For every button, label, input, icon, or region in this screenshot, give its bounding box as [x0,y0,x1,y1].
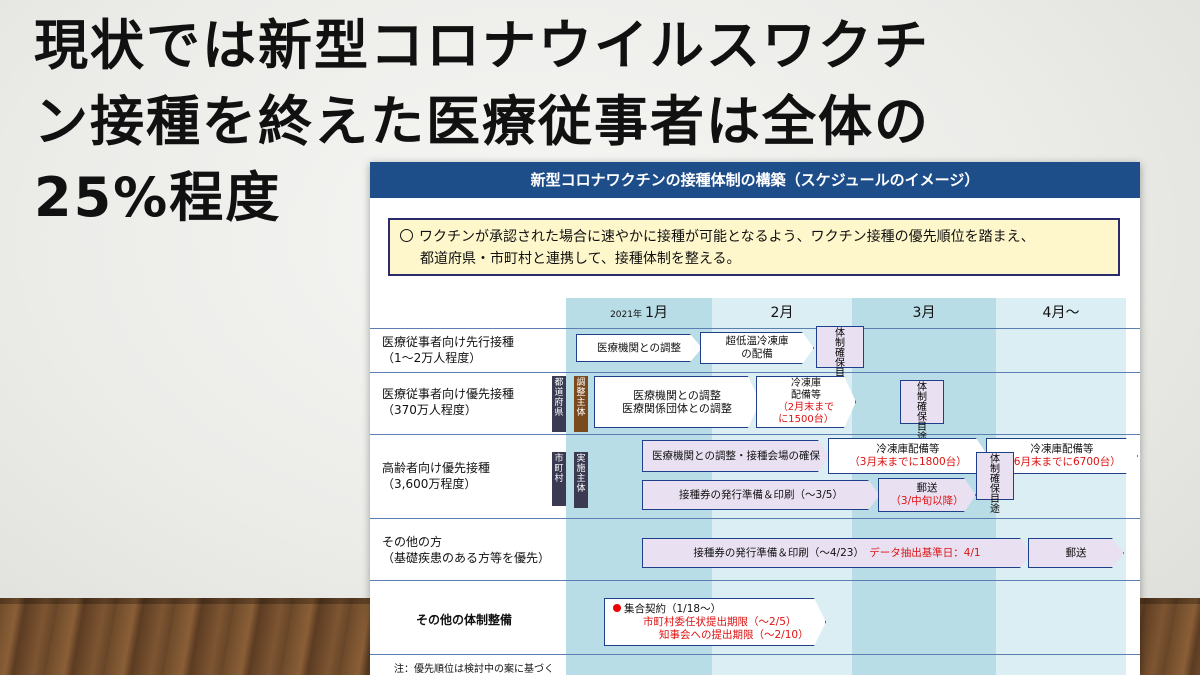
year-label: 2021年 [610,310,642,320]
row-divider [370,518,1140,519]
month-feb: 2月 [770,305,794,321]
r3-mail-arrow: 郵送 （3/中旬以降） [878,478,976,512]
row-label-elderly: 高齢者向け優先接種 （3,600万程度） [382,460,490,492]
r2-system-box: 体制確保目途 [900,380,944,443]
municipality-tag-text: 市町村 [554,454,564,484]
jan-label: 1月 [644,305,668,321]
row-label-priority-medical: 医療従事者向け優先接種 （370万人程度） [382,386,514,418]
r2-freezer-text-1: 冷凍庫 [791,378,821,389]
r3-mail-text: 郵送 [916,482,938,494]
row-label-other-setup: その他の体制整備 [416,612,512,628]
title-line-2: ン接種を終えた医療従事者は全体の [34,90,930,153]
prefecture-tag-text: 都道府県 [554,378,564,418]
row-divider [370,434,1140,435]
r1-system-box: 体制確保目途 [816,326,864,389]
r5-deadline-2: 知事会への提出期限（～2/10） [659,628,809,641]
r2-freezer-arrow: 冷凍庫 配備等 （2月末まで に1500台） [756,376,856,428]
row-label-others: その他の方 （基礎疾患のある方等を優先） [382,534,550,566]
document-header: 新型コロナワクチンの接種体制の構築（スケジュールのイメージ） [370,162,1140,198]
coord-main-tag: 調整主体 [574,376,588,432]
r3-venue-text: 医療機関との調整・接種会場の確保 [652,449,820,462]
row-divider [370,372,1140,373]
r4-ticket-arrow: 接種券の発行準備＆印刷（～4/23） データ抽出基準日：4/1 [642,538,1032,568]
r1-freezer-text-2: の配備 [741,348,773,360]
impl-main-tag-text: 実施主体 [576,454,586,494]
r3-freezer-deadline-2: （6月末までに6700台） [1003,456,1121,468]
row-2-title: 医療従事者向け優先接種 [382,387,515,401]
r2-system-text: 体制確保目途 [917,382,927,443]
row-2-count: （370万人程度） [382,403,477,417]
r3-system-box: 体制確保目途 [976,452,1014,515]
notice-line-1: ワクチンが承認された場合に速やかに接種が可能となるよう、ワクチン接種の優先順位を… [419,229,1035,245]
r4-ticket-prep: 接種券の発行準備＆印刷（～4/23） [693,546,859,559]
circle-bullet-icon [400,229,413,242]
r5-contract-arrow: 集合契約（1/18～） 市町村委任状提出期限（～2/5） 知事会への提出期限（～… [604,598,826,646]
row-label-advance: 医療従事者向け先行接種 （1～2万人程度） [382,334,514,366]
r2-coord-arrow: 医療機関との調整 医療関係団体との調整 [594,376,760,428]
row-5-title: その他の体制整備 [416,613,513,627]
r3-freezer-text-2: 冷凍庫配備等 [1030,443,1094,455]
row-4-note: （基礎疾患のある方等を優先） [382,551,551,565]
r2-freezer-text-2: 配備等 [791,390,821,401]
red-dot-icon [613,604,621,612]
row-4-title: その他の方 [382,535,443,549]
r1-hospital-coord-arrow: 医療機関との調整 [576,334,702,362]
row-1-count: （1～2万人程度） [382,351,482,365]
title-line-1: 現状では新型コロナウイルスワクチ [34,14,930,77]
r3-ticket-text: 接種券の発行準備＆印刷（～3/5） [679,488,843,501]
row-1-title: 医療従事者向け先行接種 [382,335,515,349]
r3-ticket-arrow: 接種券の発行準備＆印刷（～3/5） [642,480,880,510]
municipality-tag: 市町村 [552,452,566,506]
r1-freezer-arrow: 超低温冷凍庫 の配備 [700,332,814,364]
r3-freezer-deadline-1: （3月末までに1800台） [849,456,967,468]
coord-main-tag-text: 調整主体 [576,378,586,418]
r4-mail-text: 郵送 [1065,546,1087,559]
month-mar: 3月 [912,305,936,321]
r5-deadline-1: 市町村委任状提出期限（～2/5） [643,615,797,628]
r3-system-text: 体制確保目途 [990,454,1000,515]
r4-mail-arrow: 郵送 [1028,538,1124,568]
r2-freezer-deadline-2: に1500台） [778,414,834,425]
r5-contract-line-1: 集合契約（1/18～） [613,603,721,616]
r5-contract-text: 集合契約（1/18～） [624,602,722,615]
footnote: 注：優先順位は検討中の案に基づく [394,664,554,675]
slide-title: 現状では新型コロナウイルスワクチ ン接種を終えた医療従事者は全体の 25%程度 [34,8,1154,236]
row-divider [370,328,1140,329]
row-3-title: 高齢者向け優先接種 [382,461,491,475]
row-divider [370,580,1140,581]
impl-main-tag: 実施主体 [574,452,588,508]
r1-hospital-coord-text: 医療機関との調整 [597,341,681,354]
r3-freezer-arrow-1: 冷凍庫配備等 （3月末までに1800台） [828,438,988,474]
r2-coord-text-2: 医療関係団体との調整 [622,402,732,415]
schedule-document: 新型コロナワクチンの接種体制の構築（スケジュールのイメージ） ワクチンが承認され… [370,162,1140,675]
r4-ticket-text: 接種券の発行準備＆印刷（～4/23） データ抽出基準日：4/1 [693,547,980,560]
row-3-count: （3,600万程度） [382,477,477,491]
r1-freezer-text-1: 超低温冷凍庫 [725,335,789,347]
r3-venue-arrow: 医療機関との調整・接種会場の確保 [642,440,830,472]
notice-line-2: 都道府県・市町村と連携して、接種体制を整える。 [420,251,741,267]
r3-freezer-text-1: 冷凍庫配備等 [876,443,940,455]
apr-column [996,298,1126,675]
r3-mail-date: （3/中旬以降） [890,495,964,507]
r4-ticket-date: データ抽出基準日：4/1 [869,546,981,559]
title-line-3: 25%程度 [34,166,282,229]
prefecture-tag: 都道府県 [552,376,566,432]
r2-coord-text-1: 医療機関との調整 [633,389,721,402]
r2-freezer-deadline-1: （2月末まで [777,402,835,413]
row-divider [370,654,1140,655]
notice-box: ワクチンが承認された場合に速やかに接種が可能となるよう、ワクチン接種の優先順位を… [388,218,1120,276]
month-apr: 4月～ [1042,305,1080,321]
